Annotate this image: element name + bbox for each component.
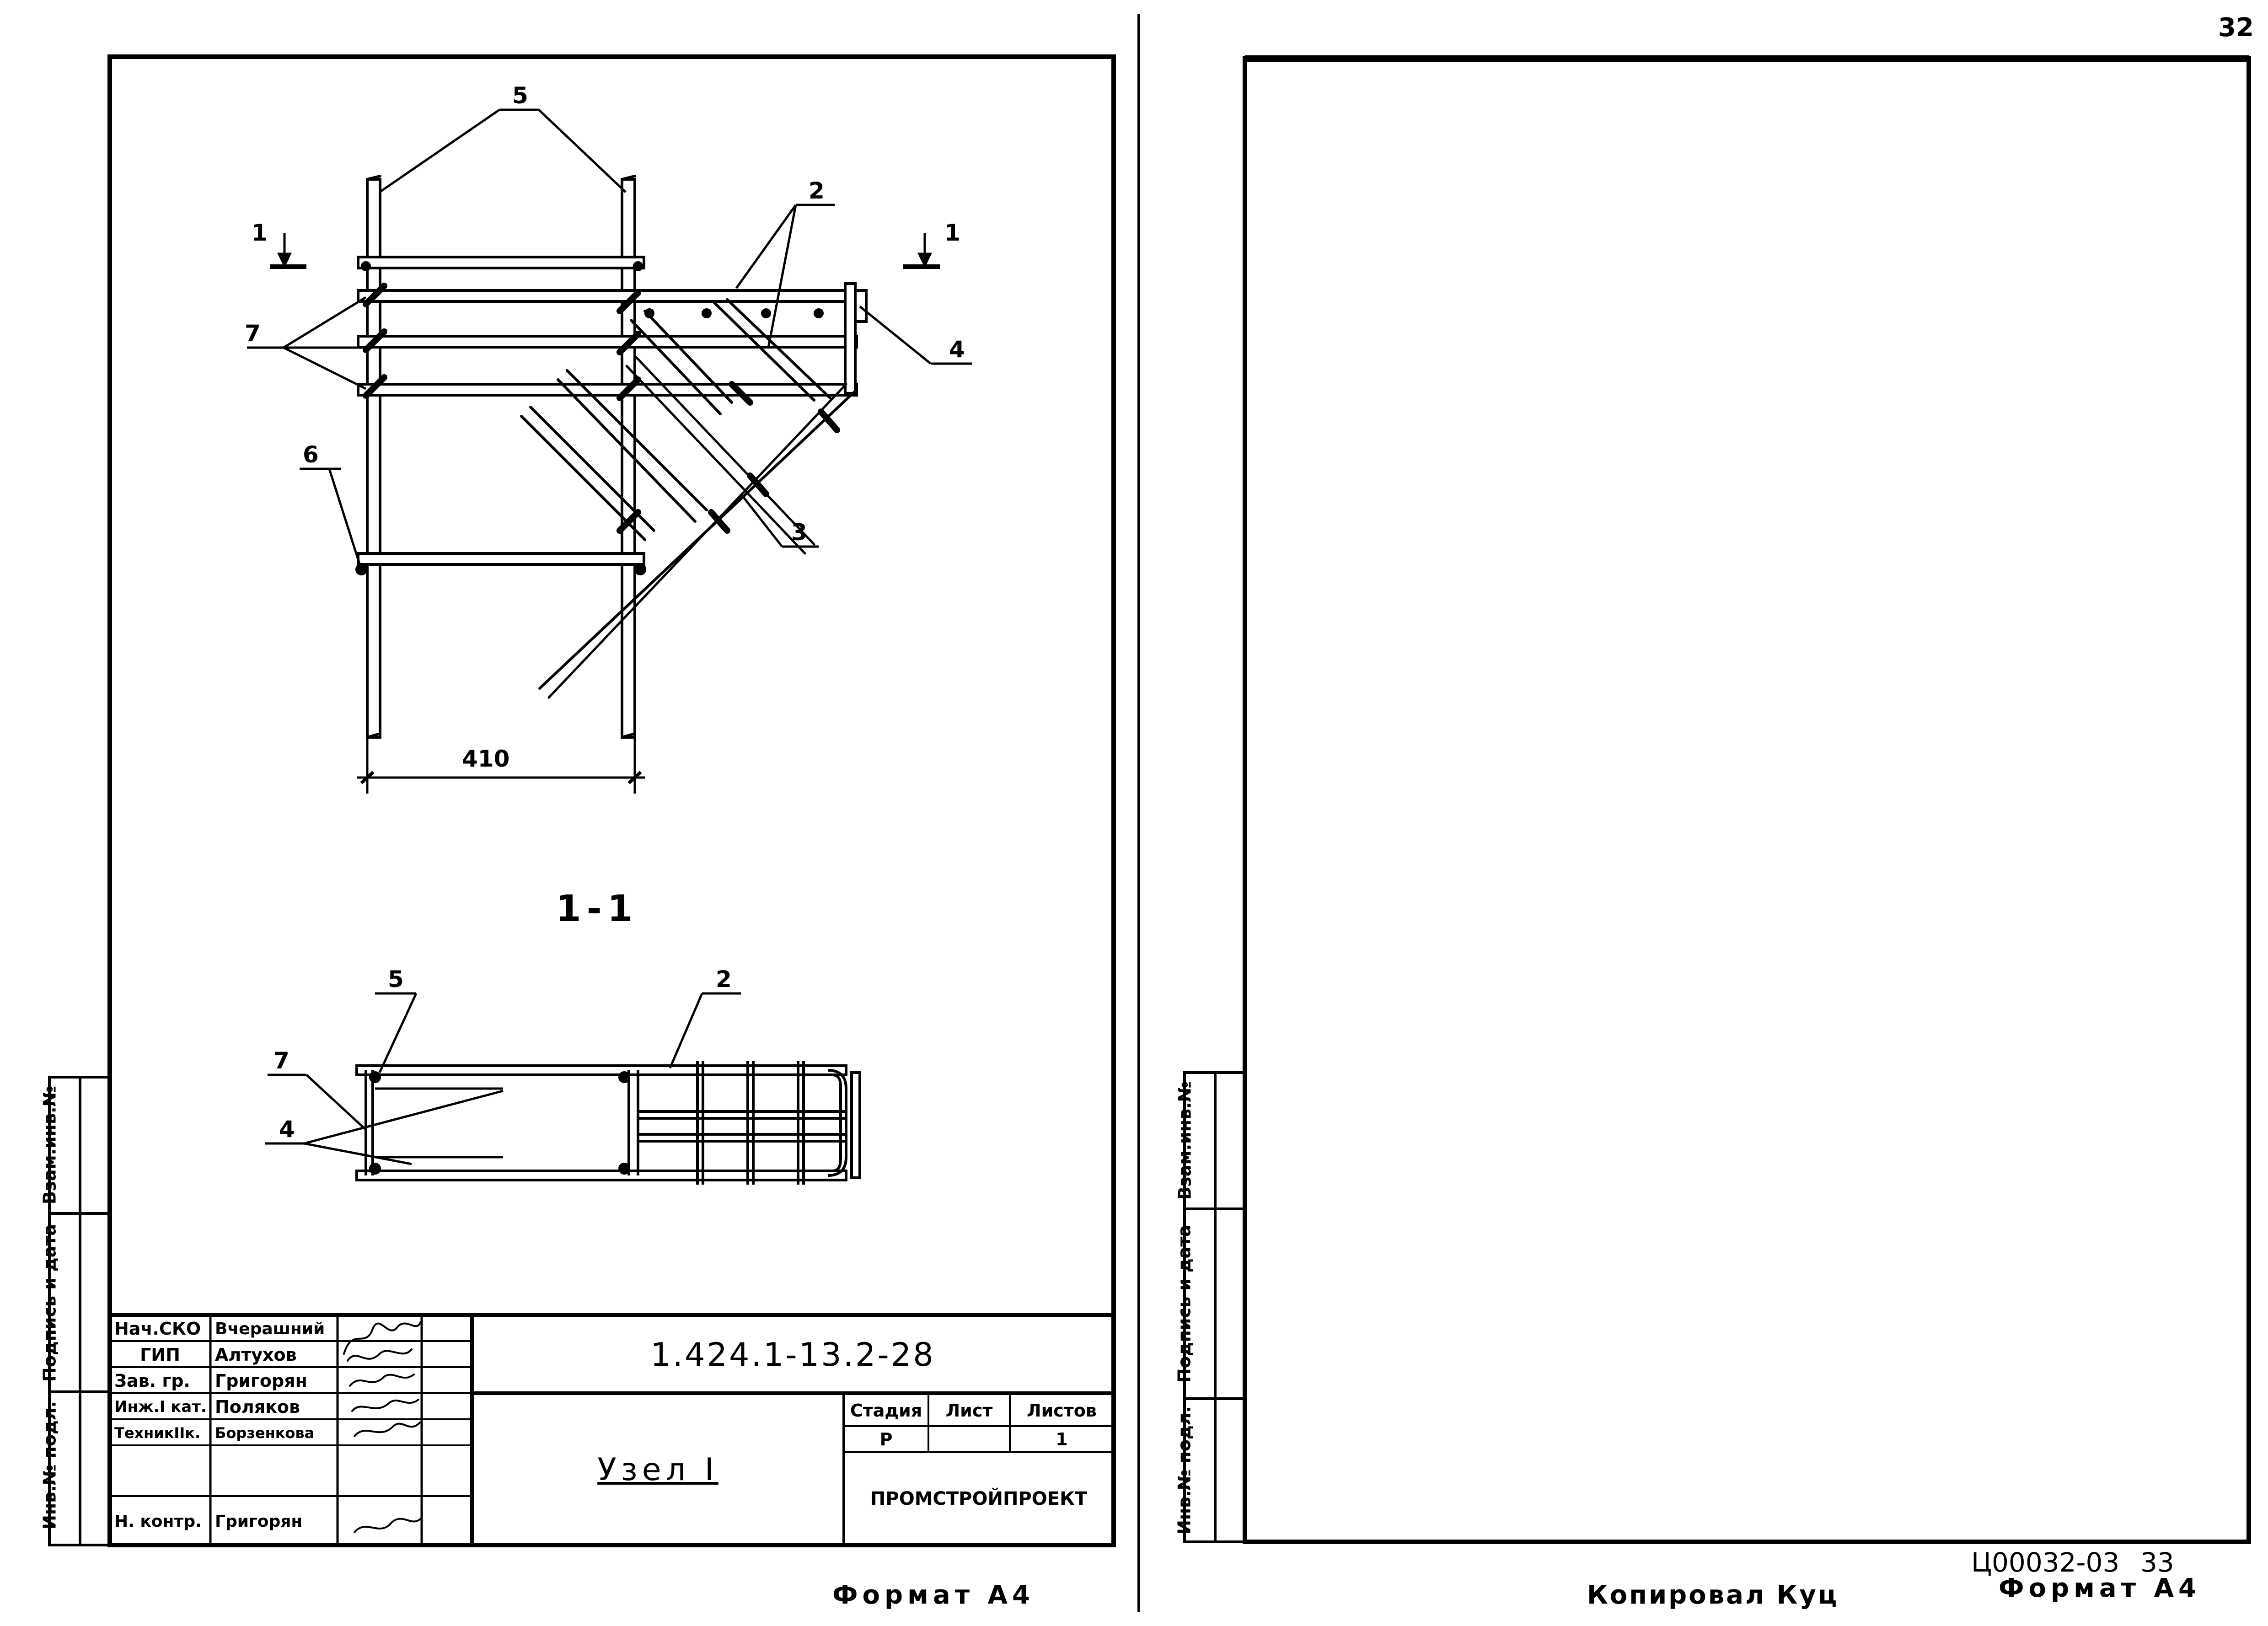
callout-6: 6	[303, 441, 319, 468]
tb-name-2: Алтухов	[215, 1345, 297, 1365]
order-sheet: 33	[2140, 1547, 2174, 1578]
right-stamp-podpis-data: Подпись и дата	[1174, 1224, 1194, 1383]
left-side-stamp	[48, 1076, 111, 1546]
callout-leaders-section	[265, 992, 741, 1165]
tb-role-1: Нач.СКО	[114, 1319, 201, 1339]
left-title-block	[110, 1313, 1114, 1545]
tb-drawing-name: Узел I	[597, 1452, 718, 1488]
callout-1-left: 1	[252, 220, 268, 246]
tb-name-3: Григорян	[215, 1371, 307, 1391]
tb-role-5: ТехникIIк.	[114, 1424, 201, 1442]
order-number: Ц00032-03	[1971, 1547, 2120, 1578]
section-title: 1-1	[556, 887, 638, 930]
left-stamp-vzam-inv: Взам.инв.№	[39, 1085, 59, 1205]
callout-leaders-top	[247, 108, 972, 794]
callout-3: 3	[791, 519, 807, 546]
left-stamp-podpis-data: Подпись и дата	[39, 1224, 59, 1382]
right-sheet-frame	[1243, 55, 2251, 1544]
tb-name-5: Борзенкова	[215, 1424, 315, 1442]
node-elevation-view	[355, 175, 868, 739]
tb-stage-label: Стадия	[850, 1400, 922, 1421]
right-stamp-vzam-inv: Взам.инв.№	[1174, 1081, 1195, 1200]
tb-role-2: ГИП	[140, 1345, 180, 1365]
dimension-410: 410	[462, 746, 510, 772]
left-format-label: Формат А4	[832, 1580, 1035, 1610]
left-sheet-frame	[107, 54, 1116, 1547]
tb-sheet-label: Лист	[945, 1400, 993, 1421]
right-format-label: Формат А4	[1999, 1573, 2201, 1603]
tb-stage-value: Р	[879, 1429, 893, 1449]
tb-organization: ПРОМСТРОЙПРОЕКТ	[870, 1488, 1088, 1509]
callout-5-bottom: 5	[388, 966, 404, 993]
page-number: 32	[2218, 13, 2254, 43]
callout-5-top: 5	[512, 82, 528, 109]
tb-name-1: Вчерашний	[215, 1319, 325, 1338]
callout-7-top: 7	[245, 320, 261, 347]
callout-2-top: 2	[809, 177, 825, 204]
tb-sheets-label: Листов	[1027, 1400, 1097, 1421]
signatures	[343, 1321, 422, 1533]
tb-sheet-value	[928, 1426, 1010, 1452]
tb-role-3: Зав. гр.	[114, 1371, 190, 1391]
tb-role-7: Н. контр.	[114, 1512, 202, 1531]
callout-4-bottom: 4	[279, 1116, 295, 1143]
tb-name-4: Поляков	[215, 1397, 300, 1417]
section-1-1-view	[355, 1061, 861, 1185]
tb-designation: 1.424.1-13.2-28	[650, 1336, 935, 1374]
tb-sheets-value: 1	[1056, 1429, 1068, 1449]
right-side-stamp	[1183, 1071, 1246, 1543]
copied-by: Копировал Куц	[1587, 1580, 1839, 1610]
tb-name-7: Григорян	[215, 1512, 303, 1531]
tb-role-4: Инж.I кат.	[114, 1398, 207, 1416]
callout-7-bottom: 7	[273, 1047, 290, 1074]
callout-1-right: 1	[944, 220, 960, 246]
left-stamp-inv-podl: Инв.№ подл.	[39, 1401, 59, 1529]
callout-4-top: 4	[949, 336, 965, 363]
right-stamp-inv-podl: Инв.№ подл.	[1174, 1406, 1194, 1535]
callout-2-bottom: 2	[716, 966, 732, 993]
